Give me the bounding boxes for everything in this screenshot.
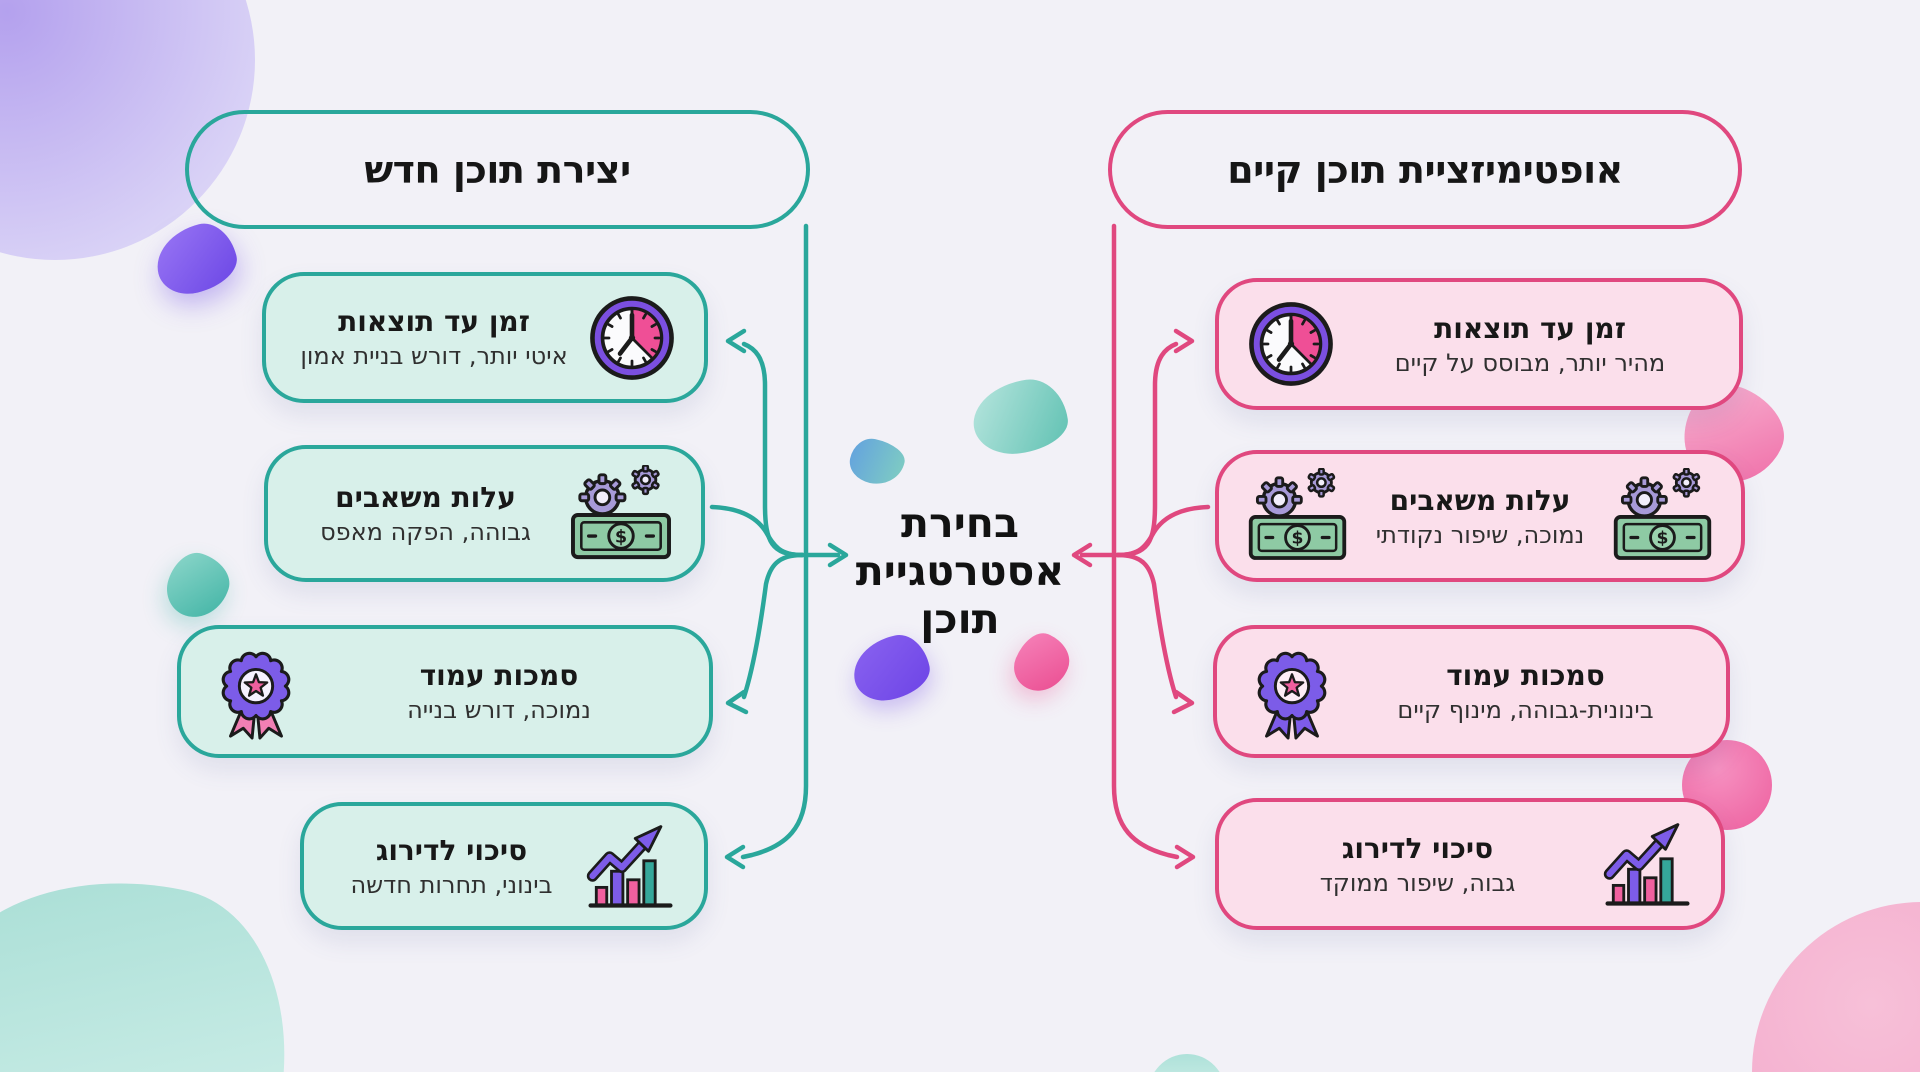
money-gears-icon [1610,468,1715,564]
right-card-authority: סמכות עמוד בינונית-גבוהה, מינוף קיים [1213,625,1730,758]
left-card-cost: עלות משאבים גבוהה, הפקה מאפס [264,445,705,582]
card-title: זמן עד תוצאות [338,305,530,338]
left-branch-title: יצירת תוכן חדש [185,110,810,229]
growth-chart-icon [1600,817,1695,912]
clock-icon [1245,298,1337,390]
blue-bean-decoration [846,434,908,490]
card-subtitle: נמוכה, דורש בנייה [407,696,591,724]
card-title: עלות משאבים [1389,483,1571,517]
card-subtitle: מהיר יותר, מבוסס על קיים [1394,348,1666,377]
clock-icon [586,292,678,384]
growth-chart-icon [583,819,678,914]
card-title: סיכוי לדירוג [1341,831,1494,865]
teal-bean-decoration [159,546,237,626]
left-card-ranking: סיכוי לדירוג בינוני, תחרות חדשה [300,802,708,930]
right-branch-title-label: אופטימיזציית תוכן קיים [1227,147,1623,192]
right-branch-title: אופטימיזציית תוכן קיים [1108,110,1742,229]
award-medal-icon [207,643,305,741]
card-subtitle: גבוהה, הפקה מאפס [320,518,531,546]
right-card-time: זמן עד תוצאות מהיר יותר, מבוסס על קיים [1215,278,1743,410]
left-branch-title-label: יצירת תוכן חדש [364,147,631,192]
award-medal-icon [1243,643,1341,741]
center-node-line: אסטרטגיית [855,546,1065,595]
card-subtitle: בינונית-גבוהה, מינוף קיים [1397,696,1654,724]
pink-corner-blob-decoration [1752,902,1920,1072]
card-subtitle: גבוה, שיפור ממוקד [1319,868,1516,897]
left-card-time: זמן עד תוצאות איטי יותר, דורש בניית אמון [262,272,708,403]
card-subtitle: בינוני, תחרות חדשה [350,870,553,899]
purple-bean-decoration [149,217,243,301]
card-title: סמכות עמוד [1446,659,1605,692]
teal-bean-center-decoration [968,374,1072,460]
money-gears-icon [567,465,675,563]
card-subtitle: נמוכה, שיפור נקודתי [1375,520,1585,549]
teal-wave-blob-decoration [0,844,320,1072]
purple-circle-decoration [120,938,176,994]
card-title: זמן עד תוצאות [1434,311,1626,345]
card-title: סיכוי לדירוג [375,833,528,867]
center-node: בחירת אסטרטגיית תוכן [822,499,1098,644]
money-gears-icon [1245,468,1350,564]
right-card-ranking: סיכוי לדירוג גבוה, שיפור ממוקד [1215,798,1725,930]
card-title: עלות משאבים [335,481,516,514]
card-subtitle: איטי יותר, דורש בניית אמון [300,342,568,370]
card-title: סמכות עמוד [419,659,579,692]
left-card-authority: סמכות עמוד נמוכה, דורש בנייה [177,625,713,758]
center-node-line: תוכן [920,594,1000,643]
center-node-line: בחירת [901,499,1019,547]
teal-semicircle-decoration [1148,1054,1226,1072]
right-card-cost: עלות משאבים נמוכה, שיפור נקודתי [1215,450,1745,582]
